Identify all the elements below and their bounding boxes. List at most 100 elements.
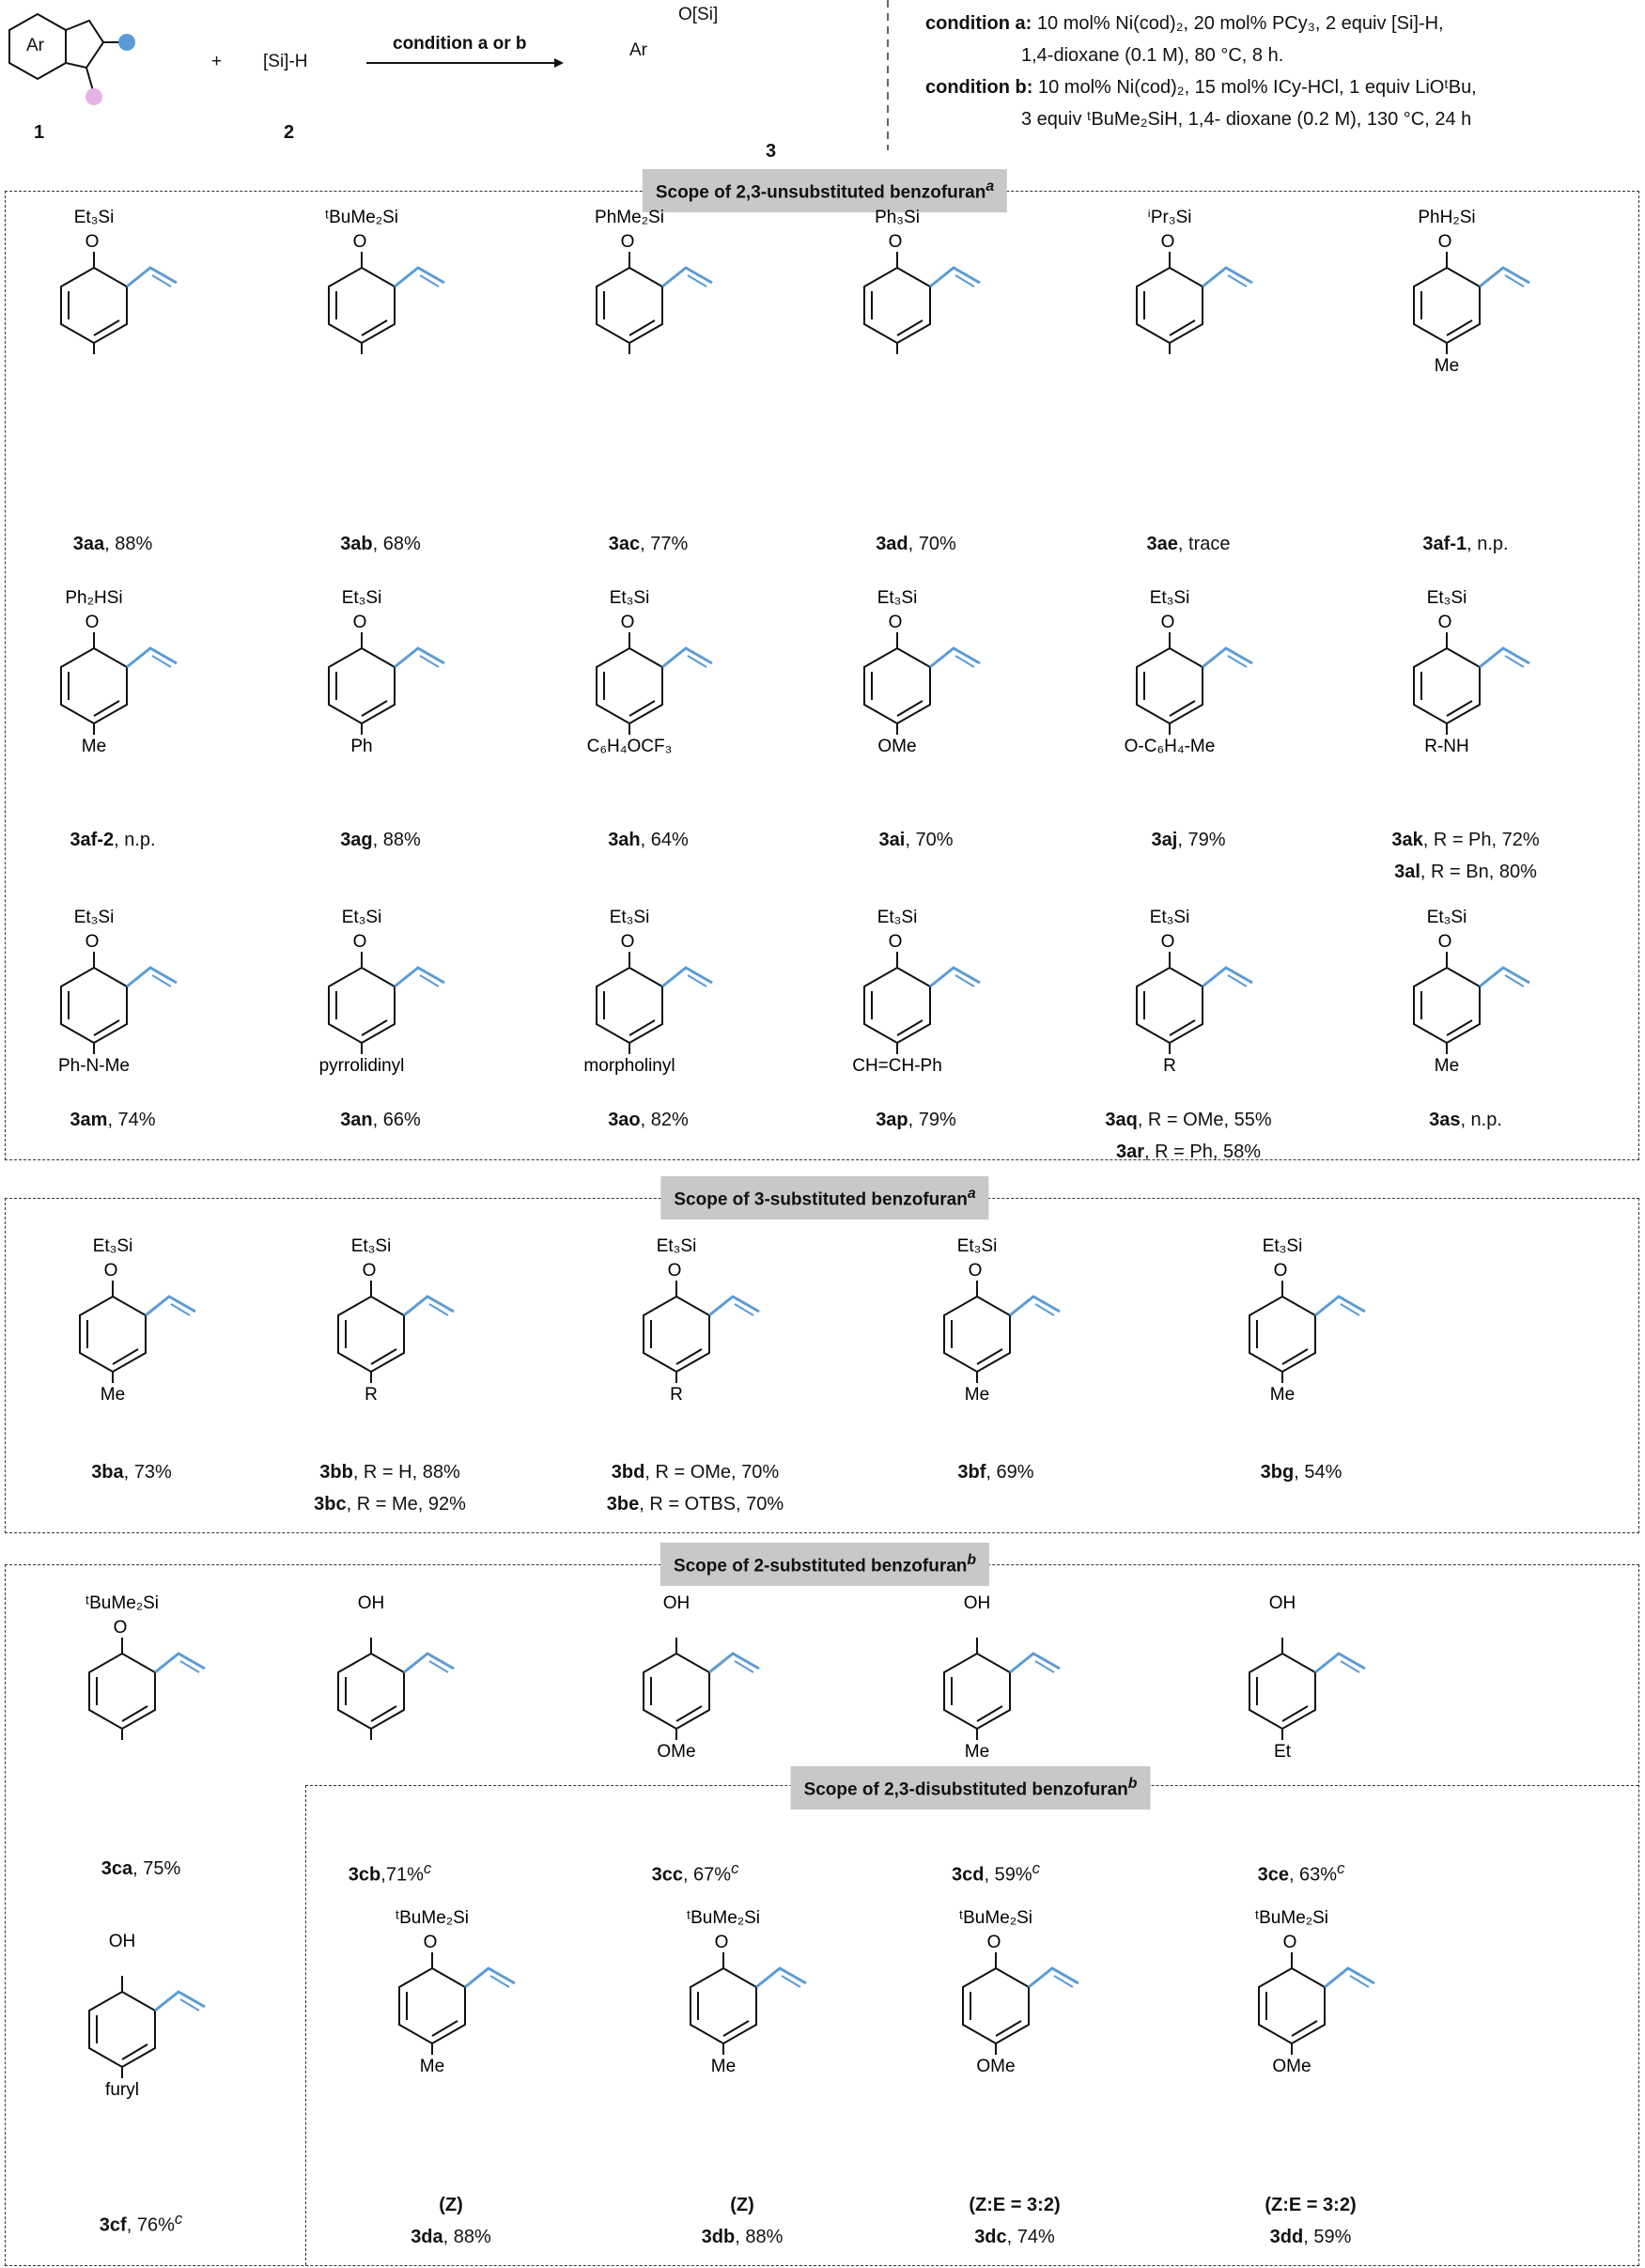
compound-id: 3bd xyxy=(611,1462,645,1483)
oxygen-label: O xyxy=(114,1618,128,1638)
compound-yield: , 77% xyxy=(640,534,689,554)
compound-caption: 3ai, 70% xyxy=(879,824,954,856)
silyl-group-label: Et₃Si xyxy=(1150,908,1190,927)
substituent-label: OMe xyxy=(657,1742,695,1762)
oxygen-label: O xyxy=(621,613,635,632)
oxygen-label: O xyxy=(1438,613,1452,632)
molecule-drawing: O Et₃Si R xyxy=(1136,908,1253,1076)
compound-yield: , 82% xyxy=(640,1110,689,1130)
compound-structure-3aj: O Et₃Si O-C₆H₄-Me xyxy=(1085,583,1292,770)
oxygen-label: O xyxy=(104,1261,118,1281)
silyl-group-label: Ph₂HSi xyxy=(65,588,122,608)
section-title: Scope of 3-substituted benzofurana xyxy=(660,1176,989,1220)
oxygen-label: O xyxy=(1438,232,1452,252)
compound-yield: , 70% xyxy=(908,534,956,554)
reactant1-number: 1 xyxy=(34,122,45,143)
divider xyxy=(887,0,889,150)
compound-structure-3as: O Et₃Si Me xyxy=(1362,902,1569,1090)
molecule-drawing: O Et₃Si Me xyxy=(79,1236,196,1405)
compound-structure-3ae: O ⁱPr₃Si xyxy=(1085,202,1292,390)
compound-id: 3ac xyxy=(608,534,641,554)
silyl-group-label: ⁱPr₃Si xyxy=(1147,208,1191,227)
compound-id: 3bc xyxy=(314,1494,347,1515)
compound-yield: , 88% xyxy=(735,2227,784,2247)
compound-yield: , 69% xyxy=(985,1462,1034,1483)
substituent-label: Ph xyxy=(350,737,372,756)
compound-yield: , n.p. xyxy=(114,830,156,850)
footnote-marker: b xyxy=(967,1552,977,1568)
oxygen-label: O xyxy=(715,1933,729,1952)
compound-id: 3ai xyxy=(878,830,906,850)
molecule-drawing: O Et₃Si Me xyxy=(1413,908,1530,1076)
compound-caption: 3aj, 79% xyxy=(1152,824,1226,856)
silyl-group-label: Et₃Si xyxy=(610,588,650,608)
compound-yield: , R = OTBS, 70% xyxy=(639,1494,784,1515)
molecule-drawing: O Et₃Si OMe xyxy=(863,588,981,756)
substituent-label: pyrrolidinyl xyxy=(319,1056,405,1076)
compound-id: 3db xyxy=(701,2227,736,2247)
footnote-marker: b xyxy=(1127,1776,1138,1792)
compound-id: 3ab xyxy=(340,534,373,554)
compound-yield: , 74% xyxy=(107,1110,156,1130)
compound-id: 3ar xyxy=(1116,1142,1145,1162)
condition-a-line2: 1,4-dioxane (0.1 M), 80 °C, 8 h. xyxy=(1021,45,1284,66)
substituent-label: OMe xyxy=(877,737,916,756)
substituent-label: C₆H₄OCF₃ xyxy=(587,737,673,756)
oxygen-label: O xyxy=(987,1933,1001,1952)
compound-yield: , 54% xyxy=(1294,1462,1342,1483)
oxygen-label: O xyxy=(85,232,100,252)
compound-structure-3bf: O Et₃Si Me xyxy=(892,1231,1099,1419)
compound-id: 3cc xyxy=(651,1864,683,1886)
compound-structure-3ba: O Et₃Si Me xyxy=(28,1231,235,1419)
silyl-group-label: OH xyxy=(663,1593,691,1613)
silyl-group-label: Et₃Si xyxy=(1427,588,1467,608)
substituent-label: R xyxy=(1163,1056,1176,1076)
stereo-label: (Z) xyxy=(439,2195,463,2215)
compound-caption: 3am, 74% xyxy=(70,1104,155,1136)
condition-b-label: condition b: xyxy=(925,77,1033,98)
compound-caption: 3ae, trace xyxy=(1147,528,1231,560)
molecule-drawing: O ᵗBuMe₂Si Me xyxy=(396,1908,516,2076)
substituent-label: Me xyxy=(965,1742,989,1762)
compound-yield: , 79% xyxy=(1177,830,1226,850)
condition-b-line1: 10 mol% Ni(cod)₂, 15 mol% ICy-HCl, 1 equ… xyxy=(1037,77,1477,98)
silyl-group-label: ᵗBuMe₂Si xyxy=(1255,1908,1328,1928)
compound-caption: 3ak, R = Ph, 72%3al, R = Bn, 80% xyxy=(1391,824,1539,888)
substituent-label: O-C₆H₄-Me xyxy=(1125,737,1216,756)
plus-sign: + xyxy=(211,52,223,71)
compound-id: 3dc xyxy=(974,2227,1007,2247)
condition-b-line2: 3 equiv ᵗBuMe₂SiH, 1,4- dioxane (0.2 M),… xyxy=(1021,109,1472,130)
silyl-group-label: PhMe₂Si xyxy=(595,208,664,227)
compound-caption: 3bg, 54% xyxy=(1261,1456,1342,1488)
compound-structure-3bd: O Et₃Si R xyxy=(592,1231,799,1419)
compound-caption: 3ao, 82% xyxy=(608,1104,689,1136)
compound-yield: , 88% xyxy=(104,534,153,554)
compound-structure-3bg: O Et₃Si Me xyxy=(1198,1231,1404,1419)
oxygen-label: O xyxy=(424,1933,438,1952)
oxygen-label: O xyxy=(85,932,100,952)
compound-caption: 3af-1, n.p. xyxy=(1422,528,1508,560)
compound-caption: 3ap, 79% xyxy=(876,1104,956,1136)
silyl-group-label: Et₃Si xyxy=(610,908,650,927)
silyl-group-label: ᵗBuMe₂Si xyxy=(396,1908,469,1928)
compound-caption: (Z)3db, 88% xyxy=(702,2189,784,2253)
compound-yield: , R = H, 88% xyxy=(352,1462,460,1483)
compound-id: 3al xyxy=(1394,862,1420,882)
compound-id: 3bf xyxy=(957,1462,986,1483)
substituent-label: Me xyxy=(1270,1385,1295,1405)
compound-structure-3ai: O Et₃Si OMe xyxy=(813,583,1019,770)
molecule-drawing: O Et₃Si C₆H₄OCF₃ xyxy=(587,588,713,756)
osi-label: O[Si] xyxy=(678,5,719,24)
footnote-marker: a xyxy=(967,1186,976,1202)
compound-yield: , 59% xyxy=(1303,2227,1352,2247)
compound-id: 3ce xyxy=(1257,1864,1289,1886)
substituent-label: Ph-N-Me xyxy=(58,1056,130,1076)
molecule-drawing: O Et₃Si Ph-N-Me xyxy=(58,908,178,1076)
condition-a-line1: 10 mol% Ni(cod)₂, 20 mol% PCy₃, 2 equiv … xyxy=(1036,13,1444,34)
silyl-group-label: OH xyxy=(109,1932,136,1951)
silyl-group-label: Et₃Si xyxy=(74,208,115,227)
compound-yield: , 76% xyxy=(126,2214,175,2236)
compound-caption: 3ah, 64% xyxy=(608,824,689,856)
compound-id: 3am xyxy=(70,1110,108,1130)
compound-structure-3cc: OH OMe xyxy=(592,1588,799,1776)
